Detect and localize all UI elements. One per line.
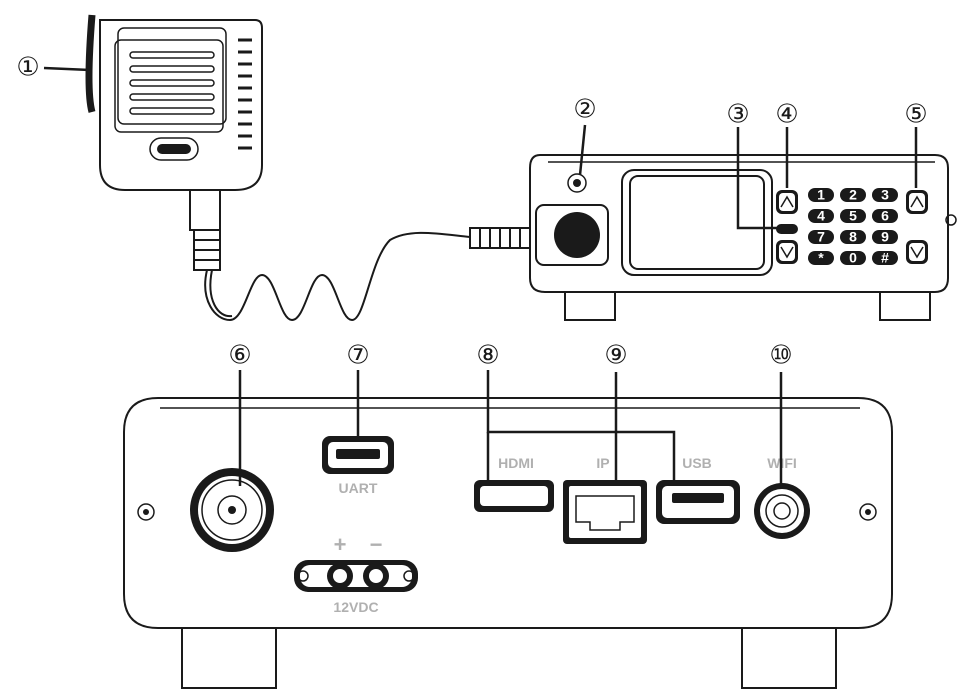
callout-4: ④: [775, 100, 798, 130]
keypad-key[interactable]: #: [872, 250, 898, 266]
keypad-key[interactable]: *: [808, 250, 834, 266]
hdmi-label: HDMI: [498, 455, 534, 471]
usb-port[interactable]: USB: [656, 455, 740, 524]
keypad-key-label: 7: [817, 229, 825, 245]
antenna-connector: [190, 468, 274, 552]
keypad-key-label: 1: [817, 187, 825, 203]
usb-label: USB: [682, 455, 712, 471]
callout-3: ③: [726, 100, 749, 130]
keypad-key-label: 2: [849, 187, 857, 203]
power-connector[interactable]: + − 12VDC: [294, 532, 418, 615]
keypad-key-label: *: [818, 250, 824, 266]
keypad-key[interactable]: 7: [808, 229, 834, 245]
keypad-key[interactable]: 4: [808, 208, 834, 224]
keypad-key[interactable]: 2: [840, 187, 866, 203]
keypad-key[interactable]: 3: [872, 187, 898, 203]
uart-label: UART: [339, 480, 378, 496]
callout-7: ⑦: [346, 341, 369, 371]
keypad: 1 2 3 4 5 6 7 8 9 * 0 #: [808, 187, 898, 266]
power-label: 12VDC: [333, 599, 378, 615]
radio-front-panel: 1 2 3 4 5 6 7 8 9 * 0 #: [529, 154, 957, 321]
radio-rear-panel: UART + − 12VDC HDMI IP: [123, 397, 893, 689]
leader-lines: [43, 66, 918, 486]
keypad-key-label: #: [881, 250, 889, 266]
ip-port[interactable]: IP: [563, 455, 647, 544]
keypad-key-label: 5: [849, 208, 857, 224]
hdmi-port[interactable]: HDMI: [474, 455, 554, 512]
callout-10: ⑩: [769, 341, 792, 371]
callout-2: ②: [573, 95, 596, 125]
callout-8: ⑧: [476, 341, 499, 371]
callout-1: ①: [16, 53, 39, 83]
ip-label: IP: [596, 455, 609, 471]
callout-9: ⑨: [604, 341, 627, 371]
callout-6: ⑥: [228, 341, 251, 371]
keypad-key[interactable]: 6: [872, 208, 898, 224]
keypad-key[interactable]: 9: [872, 229, 898, 245]
keypad-key-label: 3: [881, 187, 889, 203]
keypad-key[interactable]: 5: [840, 208, 866, 224]
power-plus-label: +: [334, 532, 347, 557]
keypad-key[interactable]: 1: [808, 187, 834, 203]
callout-5: ⑤: [904, 100, 927, 130]
keypad-key-label: 9: [881, 229, 889, 245]
keypad-key[interactable]: 0: [840, 250, 866, 266]
keypad-key-label: 0: [849, 250, 857, 266]
keypad-key-label: 6: [881, 208, 889, 224]
uart-port[interactable]: UART: [322, 436, 394, 496]
keypad-key[interactable]: 8: [840, 229, 866, 245]
keypad-key-label: 8: [849, 229, 857, 245]
power-minus-label: −: [370, 532, 383, 557]
hand-microphone: [85, 14, 533, 322]
keypad-key-label: 4: [817, 208, 825, 224]
callouts: ① ② ③ ④ ⑤ ⑥ ⑦ ⑧ ⑨ ⑩: [16, 53, 927, 371]
